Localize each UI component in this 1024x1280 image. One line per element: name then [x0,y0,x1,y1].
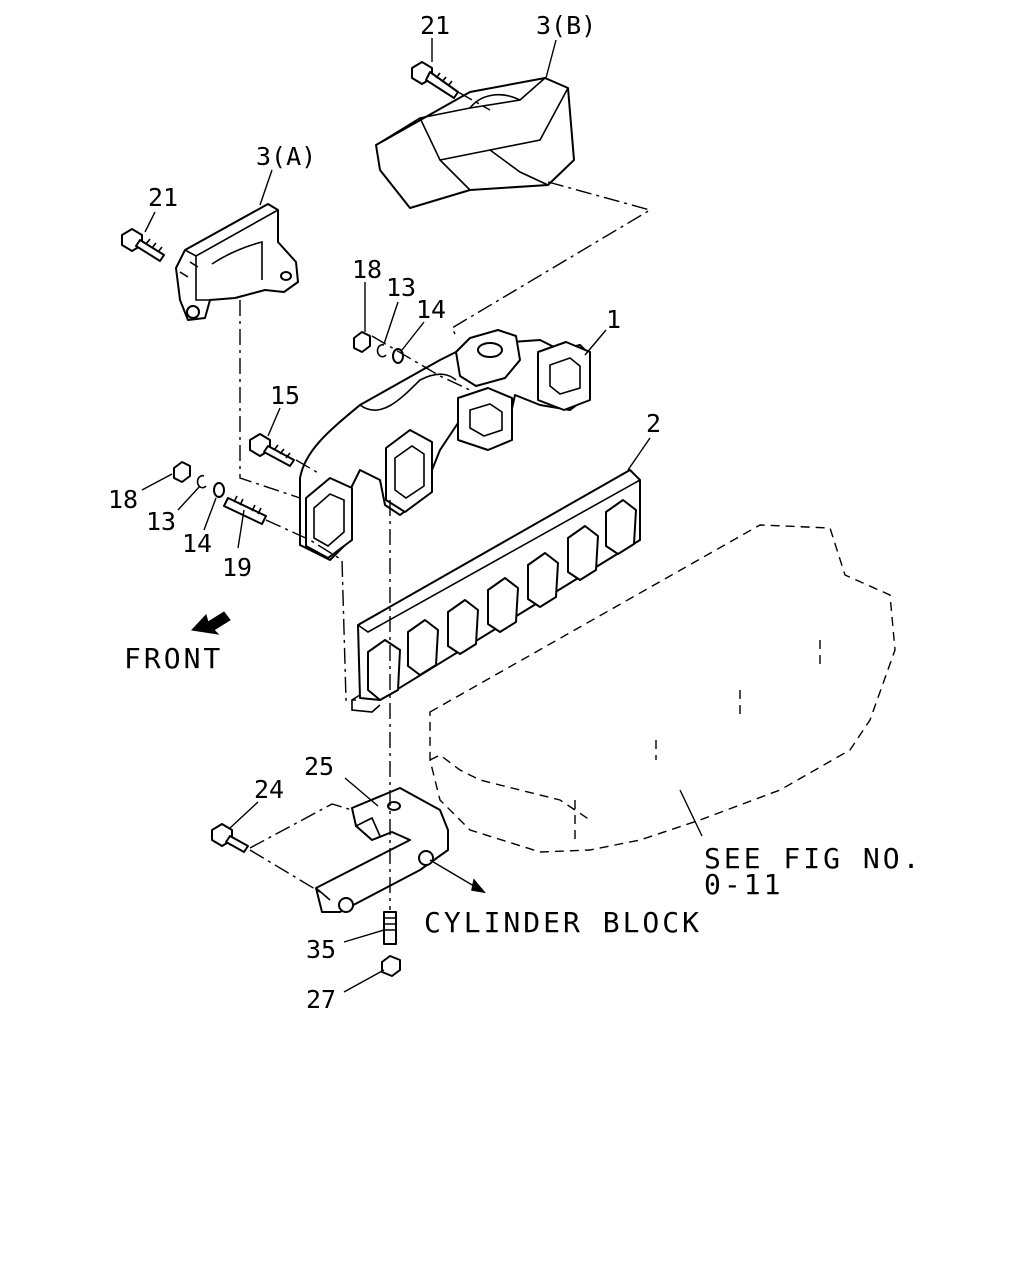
assembly-lines [239,91,652,910]
bolt-15 [249,433,295,467]
leader-lines [141,38,703,993]
label-13-top: 13 [386,273,416,302]
nut-washer-set-top [353,331,404,364]
bracket-25 [315,787,449,913]
cylinder-block-note: CYLINDER BLOCK [424,906,702,939]
bolt-21-top [411,61,459,99]
label-1: 1 [606,305,621,334]
label-35: 35 [306,935,336,964]
label-19: 19 [222,553,252,582]
see-fig-note-line1: SEE FIG NO. [704,842,922,875]
cylinder-head-outline [429,524,896,853]
label-21-left: 21 [148,183,178,212]
label-15: 15 [270,381,300,410]
front-note: FRONT [124,642,223,675]
heat-shield-3b [375,77,575,209]
label-18-left: 18 [108,485,138,514]
label-27: 27 [306,985,336,1014]
heat-shield-3a [175,203,299,321]
label-24: 24 [254,775,284,804]
exhaust-manifold-1 [299,329,591,561]
label-14-top: 14 [416,295,446,324]
label-3b: 3(B) [536,11,596,40]
stud-35-nut-27 [381,911,401,977]
nut-washer-set-left [173,461,267,525]
label-13-left: 13 [146,507,176,536]
label-3a: 3(A) [256,142,316,171]
exhaust-gasket-2 [351,469,641,713]
bolt-21-left [121,228,165,262]
bolt-24 [211,823,249,853]
label-21-top: 21 [420,11,450,40]
label-18-top: 18 [352,255,382,284]
front-arrow [190,611,231,635]
label-14-left: 14 [182,529,212,558]
label-2: 2 [646,409,661,438]
cylinder-block-arrow [429,859,486,894]
see-fig-note-line2: 0-11 [704,868,783,901]
label-25: 25 [304,752,334,781]
